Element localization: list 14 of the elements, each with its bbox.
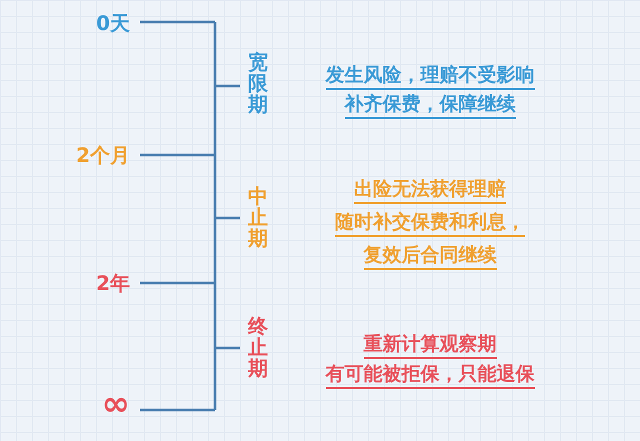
infinity-symbol: ∞: [100, 384, 130, 424]
description-line: 重新计算观察期: [364, 333, 496, 359]
description-line: 随时补交保费和利息，: [335, 211, 525, 237]
description-line: 有可能被拒保，只能退保: [326, 363, 534, 389]
description-line: 发生风险，理赔不受影响: [326, 64, 534, 90]
time-marker: 2年: [95, 270, 130, 297]
time-marker: 0天: [95, 10, 130, 37]
period-label: 终止期: [247, 316, 269, 379]
time-marker: 2个月: [75, 142, 130, 169]
period-label: 宽限期: [247, 52, 269, 115]
period-label: 中止期: [247, 186, 269, 249]
description-line: 补齐保费，保障继续: [344, 93, 516, 119]
description-line: 复效后合同继续: [364, 244, 496, 270]
description-line: 出险无法获得理赔: [354, 178, 506, 204]
